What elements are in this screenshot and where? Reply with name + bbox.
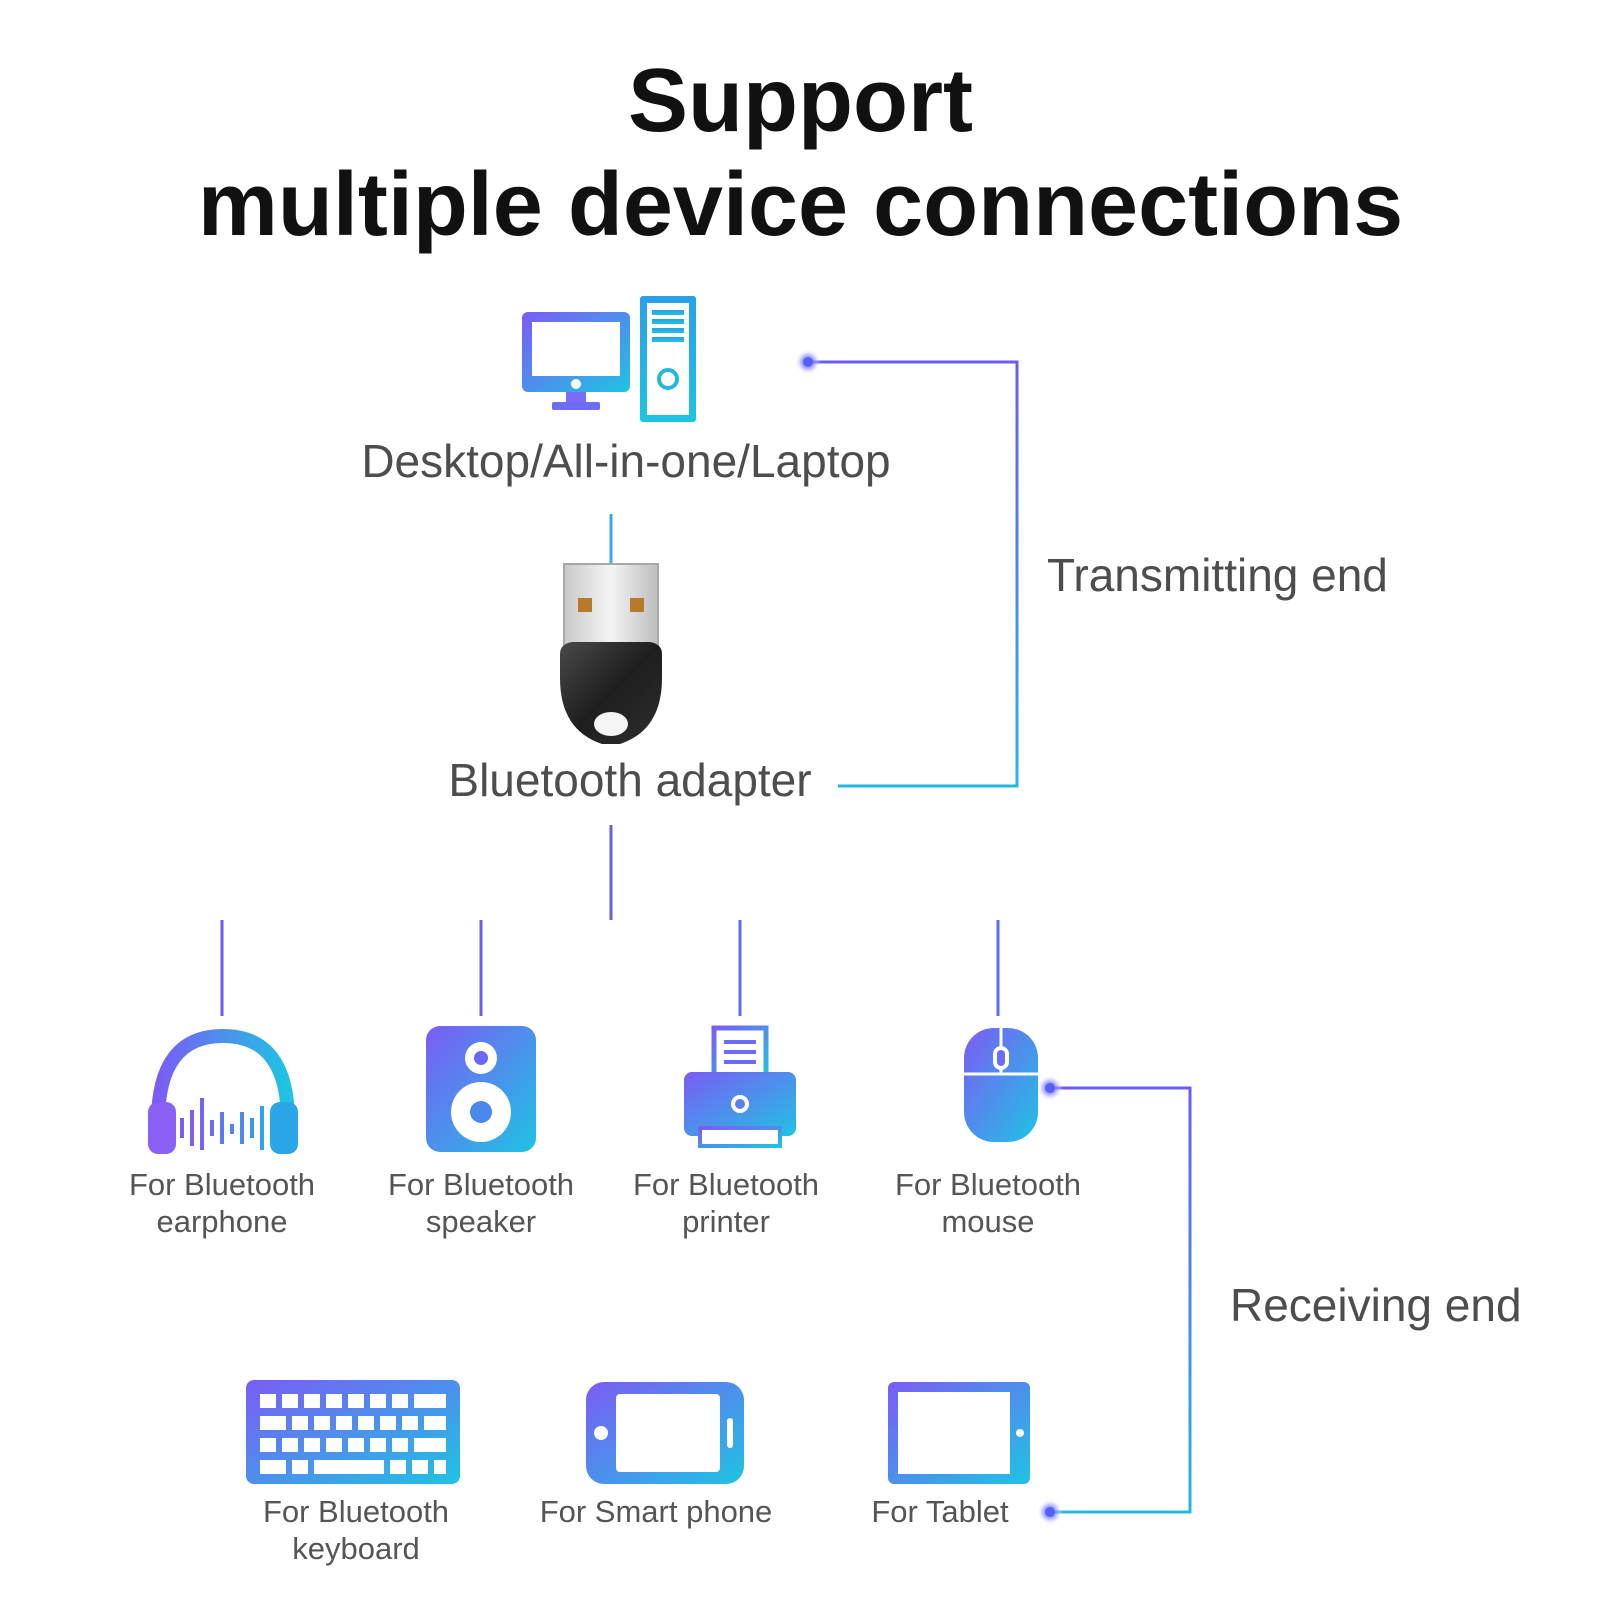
headphones-icon — [148, 1028, 298, 1154]
tablet-label: For Tablet — [840, 1493, 1040, 1530]
receiving-end-label: Receiving end — [1230, 1279, 1522, 1331]
earphone-label-line1: For Bluetooth — [128, 1167, 316, 1202]
desktop-computer-icon — [522, 296, 696, 422]
adapter-label: Bluetooth adapter — [448, 754, 812, 806]
speaker-icon — [426, 1026, 536, 1152]
smartphone-icon — [586, 1382, 744, 1484]
transmitting-bracket-line — [808, 360, 1019, 788]
mouse-label-line2: mouse — [941, 1204, 1035, 1240]
printer-icon — [684, 1025, 796, 1148]
title-line-1: Support — [628, 51, 973, 151]
speaker-label-line1: For Bluetooth — [387, 1167, 575, 1202]
receiving-bracket-line — [1050, 1086, 1192, 1514]
mouse-label-line1: For Bluetooth — [894, 1167, 1082, 1202]
tablet-icon — [888, 1382, 1030, 1484]
keyboard-label: For Bluetooth keyboard — [226, 1493, 486, 1567]
tablet-label-line1: For Tablet — [871, 1494, 1009, 1529]
mouse-icon — [964, 1028, 1038, 1142]
earphone-label-line2: earphone — [156, 1204, 288, 1240]
printer-label-line1: For Bluetooth — [632, 1167, 820, 1202]
printer-label: For Bluetooth printer — [596, 1166, 856, 1240]
printer-label-line2: printer — [682, 1204, 770, 1240]
speaker-label-line2: speaker — [425, 1204, 537, 1240]
smartphone-label-line1: For Smart phone — [539, 1494, 773, 1529]
keyboard-icon — [246, 1380, 460, 1484]
keyboard-label-line2: keyboard — [292, 1531, 420, 1567]
title-line-2: multiple device connections — [197, 155, 1404, 255]
host-label: Desktop/All-in-one/Laptop — [361, 435, 891, 487]
transmitting-end-label: Transmitting end — [1047, 549, 1388, 601]
speaker-label: For Bluetooth speaker — [351, 1166, 611, 1240]
keyboard-label-line1: For Bluetooth — [262, 1494, 450, 1529]
smartphone-label: For Smart phone — [516, 1493, 796, 1530]
earphone-label: For Bluetooth earphone — [92, 1166, 352, 1240]
usb-bluetooth-adapter-icon — [560, 563, 662, 744]
mouse-label: For Bluetooth mouse — [858, 1166, 1118, 1240]
